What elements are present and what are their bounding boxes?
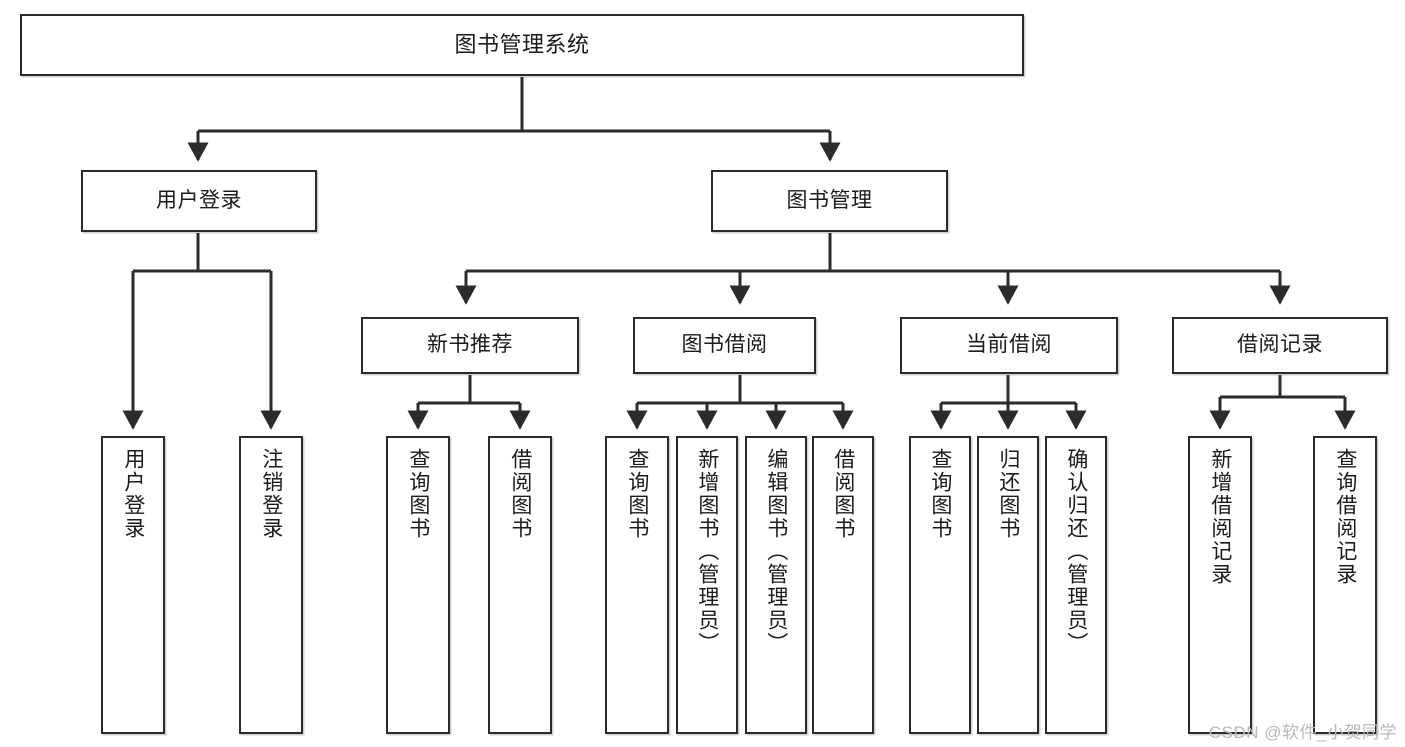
node-leaf-add-book-label: 新增图书（管理员）: [695, 448, 719, 655]
node-leaf-query-book-3-label: 查询图书: [928, 448, 952, 540]
node-borrow-record[interactable]: 借阅记录: [1172, 317, 1388, 374]
node-leaf-add-record-label: 新增借阅记录: [1208, 448, 1232, 586]
node-leaf-edit-book-label: 编辑图书（管理员）: [764, 448, 788, 655]
node-new-book-recommend-label: 新书推荐: [427, 333, 513, 357]
node-leaf-user-login[interactable]: 用户登录: [101, 436, 165, 734]
node-leaf-borrow-book-2[interactable]: 借阅图书: [812, 436, 874, 734]
node-leaf-confirm-return[interactable]: 确认归还（管理员）: [1045, 436, 1107, 734]
node-leaf-add-record[interactable]: 新增借阅记录: [1188, 436, 1252, 734]
node-user-login-label: 用户登录: [156, 188, 242, 212]
node-book-borrow[interactable]: 图书借阅: [633, 317, 816, 374]
node-leaf-query-book-3[interactable]: 查询图书: [909, 436, 971, 734]
watermark-text: CSDN @软件_小贺同学: [1208, 723, 1397, 742]
node-leaf-logout-login[interactable]: 注销登录: [239, 436, 303, 734]
node-leaf-borrow-book-1-label: 借阅图书: [508, 448, 532, 540]
node-leaf-logout-login-label: 注销登录: [259, 448, 283, 540]
node-new-book-recommend[interactable]: 新书推荐: [361, 317, 579, 374]
node-current-borrow[interactable]: 当前借阅: [900, 317, 1118, 374]
node-user-login[interactable]: 用户登录: [81, 170, 317, 232]
node-leaf-add-book[interactable]: 新增图书（管理员）: [676, 436, 738, 734]
node-leaf-borrow-book-2-label: 借阅图书: [831, 448, 855, 540]
node-leaf-query-record-label: 查询借阅记录: [1333, 448, 1357, 586]
node-leaf-edit-book[interactable]: 编辑图书（管理员）: [745, 436, 807, 734]
node-current-borrow-label: 当前借阅: [966, 333, 1052, 357]
node-leaf-query-record[interactable]: 查询借阅记录: [1313, 436, 1377, 734]
node-leaf-return-book[interactable]: 归还图书: [977, 436, 1039, 734]
node-leaf-query-book-1-label: 查询图书: [406, 448, 430, 540]
node-borrow-record-label: 借阅记录: [1237, 333, 1323, 357]
node-leaf-user-login-label: 用户登录: [121, 448, 145, 540]
node-root-label: 图书管理系统: [454, 32, 590, 58]
node-book-borrow-label: 图书借阅: [681, 333, 768, 357]
node-book-management-label: 图书管理: [786, 188, 873, 212]
node-leaf-confirm-return-label: 确认归还（管理员）: [1064, 448, 1088, 655]
node-leaf-query-book-2[interactable]: 查询图书: [605, 436, 669, 734]
node-leaf-borrow-book-1[interactable]: 借阅图书: [488, 436, 552, 734]
node-leaf-query-book-1[interactable]: 查询图书: [386, 436, 450, 734]
node-root[interactable]: 图书管理系统: [20, 14, 1024, 76]
node-book-management[interactable]: 图书管理: [711, 170, 948, 232]
node-leaf-query-book-2-label: 查询图书: [625, 448, 649, 540]
node-leaf-return-book-label: 归还图书: [996, 448, 1020, 540]
